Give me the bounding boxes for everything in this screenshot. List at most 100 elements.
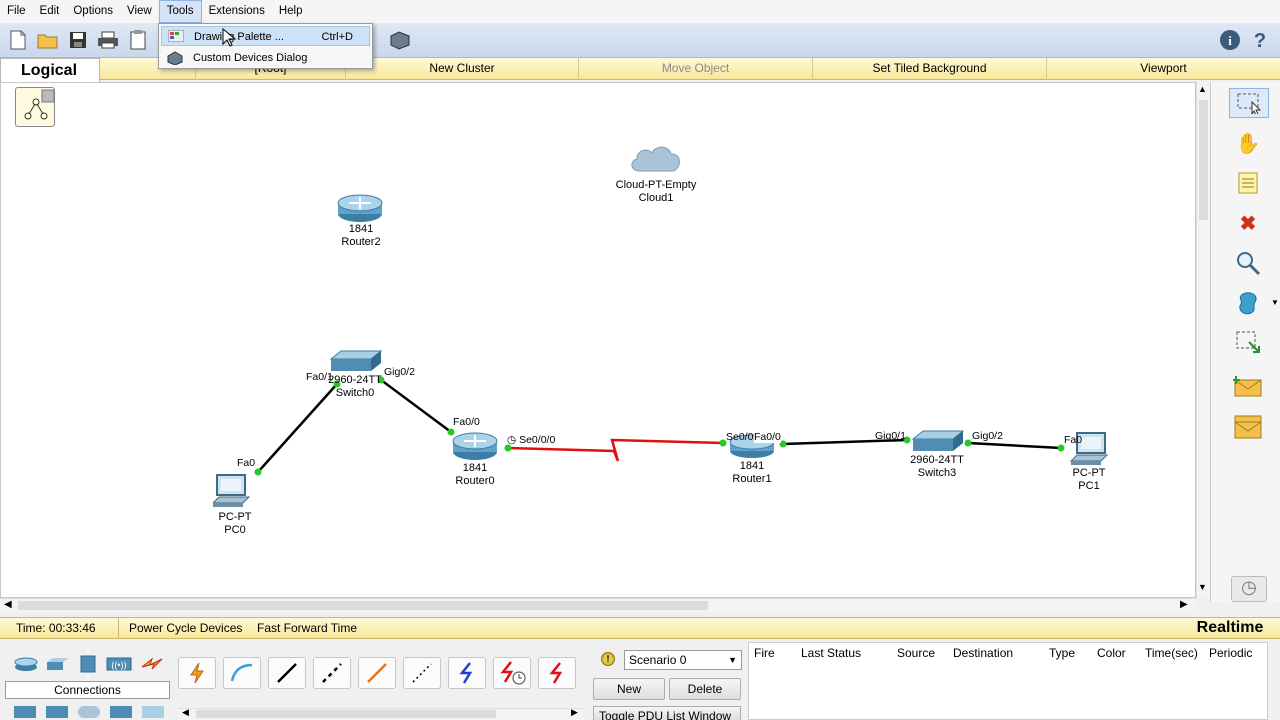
custom-devices-dialog-label: Custom Devices Dialog <box>193 52 308 64</box>
new-scenario-button[interactable]: New <box>593 678 665 700</box>
subcategory-icon[interactable] <box>14 706 36 718</box>
clock-icon[interactable]: ◷ <box>1231 576 1267 602</box>
resize-tool-icon[interactable] <box>1233 328 1263 358</box>
menu-help[interactable]: Help <box>278 5 303 17</box>
fast-forward-button[interactable]: Fast Forward Time <box>257 621 358 635</box>
copper-straight-through-button[interactable] <box>268 657 306 689</box>
coaxial-cable-button[interactable] <box>448 657 486 689</box>
realtime-mode-label[interactable]: Realtime <box>1196 619 1264 636</box>
link-pc0-switch0 <box>257 383 338 473</box>
add-simple-pdu-icon[interactable] <box>1233 372 1263 402</box>
copper-cross-over-button[interactable] <box>313 657 351 689</box>
pc1-icon[interactable] <box>1067 431 1111 469</box>
new-file-icon[interactable] <box>6 28 30 52</box>
menu-options[interactable]: Options <box>73 5 113 17</box>
right-tool-panel: ✋ ✖ ▼ ◷ <box>1210 82 1280 602</box>
move-object-button[interactable]: Move Object <box>578 58 812 80</box>
serial-dce-button[interactable] <box>493 657 531 689</box>
subcategory-icon[interactable] <box>46 706 68 718</box>
scenario-select[interactable]: Scenario 0 ▼ <box>624 650 742 670</box>
port-label-pc0-fa0: Fa0 <box>237 457 256 469</box>
scenario-select-value: Scenario 0 <box>629 653 687 667</box>
navigation-icon[interactable] <box>15 87 55 127</box>
menu-file[interactable]: File <box>7 5 26 17</box>
select-tool-icon[interactable] <box>1229 88 1269 118</box>
drawing-palette-menu-item[interactable]: Drawing Palette ... Ctrl+D <box>161 26 370 46</box>
routers-category-icon[interactable] <box>14 656 38 672</box>
automatic-connection-button[interactable] <box>178 657 216 689</box>
menu-bar: File Edit Options View Tools Extensions … <box>0 0 1280 23</box>
connections-scrollbar[interactable]: ◀ ▶ <box>178 707 583 720</box>
set-tiled-background-button[interactable]: Set Tiled Background <box>812 58 1046 80</box>
scenario-info-icon[interactable]: ! <box>601 652 615 666</box>
horizontal-scrollbar[interactable]: ◀ ▶ <box>0 598 1196 612</box>
help-icon[interactable]: ? <box>1248 28 1272 52</box>
logical-tab[interactable]: Logical <box>0 58 100 82</box>
note-tool-icon[interactable] <box>1233 168 1263 198</box>
fiber-cable-button[interactable] <box>358 657 396 689</box>
scroll-down-icon[interactable]: ▼ <box>1198 582 1207 592</box>
menu-extensions[interactable]: Extensions <box>208 5 265 17</box>
delete-scenario-button[interactable]: Delete <box>669 678 741 700</box>
port-label-sw3-gig01: Gig0/1 <box>875 430 906 442</box>
pdu-col-periodic: Periodic <box>1209 646 1253 660</box>
router2-icon[interactable] <box>337 193 385 223</box>
menu-edit[interactable]: Edit <box>39 5 60 17</box>
connections-category-icon[interactable] <box>140 655 164 673</box>
activity-wizard-icon[interactable] <box>126 28 150 52</box>
new-cluster-button[interactable]: New Cluster <box>345 58 578 80</box>
draw-shape-dropdown-icon[interactable]: ▼ <box>1271 298 1279 307</box>
draw-shape-tool-icon[interactable] <box>1233 288 1263 318</box>
info-icon[interactable]: i <box>1218 28 1242 52</box>
pc0-icon[interactable] <box>213 473 253 511</box>
svg-text:i: i <box>1228 33 1232 48</box>
link-router1-switch3 <box>782 438 908 446</box>
device-subcategory-bar <box>14 706 164 720</box>
switch3-icon[interactable] <box>911 429 965 455</box>
vertical-scrollbar[interactable]: ▲ ▼ <box>1196 82 1210 598</box>
pdu-col-destination: Destination <box>953 646 1014 660</box>
chevron-down-icon: ▼ <box>728 655 737 665</box>
custom-devices-dialog-menu-item[interactable]: Custom Devices Dialog <box>161 48 370 68</box>
save-icon[interactable] <box>66 28 90 52</box>
serial-dte-button[interactable] <box>538 657 576 689</box>
menu-view[interactable]: View <box>127 5 152 17</box>
cloud1-icon[interactable] <box>629 143 683 175</box>
scroll-right-icon[interactable]: ▶ <box>1180 599 1188 610</box>
power-cycle-button[interactable]: Power Cycle Devices <box>129 621 243 635</box>
wireless-category-icon[interactable]: ((•)) <box>106 655 132 673</box>
scroll-left-icon[interactable]: ◀ <box>4 599 12 610</box>
custom-device-icon[interactable] <box>388 28 412 52</box>
port-label-r0-fa00: Fa0/0 <box>453 416 480 428</box>
scroll-up-icon[interactable]: ▲ <box>1198 84 1207 94</box>
hubs-category-icon[interactable] <box>78 655 98 673</box>
menu-tools[interactable]: Tools <box>158 0 202 23</box>
print-icon[interactable] <box>96 28 120 52</box>
phone-cable-button[interactable] <box>403 657 441 689</box>
add-complex-pdu-icon[interactable] <box>1233 412 1263 442</box>
router0-icon[interactable] <box>452 431 500 461</box>
console-cable-button[interactable] <box>223 657 261 689</box>
scroll-right-icon[interactable]: ▶ <box>571 707 578 717</box>
open-folder-icon[interactable] <box>36 28 60 52</box>
scroll-left-icon[interactable]: ◀ <box>182 707 189 717</box>
custom-devices-icon <box>167 51 183 65</box>
hand-tool-icon[interactable]: ✋ <box>1235 132 1261 155</box>
toggle-pdu-list-button[interactable]: Toggle PDU List Window <box>593 706 741 720</box>
horizontal-scroll-thumb[interactable] <box>18 601 708 610</box>
delete-tool-icon[interactable]: ✖ <box>1239 212 1257 235</box>
subcategory-icon[interactable] <box>142 706 164 718</box>
port-label-sw0-gig02: Gig0/2 <box>384 366 415 378</box>
viewport-button[interactable]: Viewport <box>1046 58 1280 80</box>
switches-category-icon[interactable] <box>46 656 70 672</box>
vertical-scroll-thumb[interactable] <box>1199 100 1208 220</box>
switch0-icon[interactable] <box>329 349 383 375</box>
subcategory-icon[interactable] <box>110 706 132 718</box>
subcategory-icon[interactable] <box>78 706 100 718</box>
connections-scroll-thumb[interactable] <box>196 710 496 718</box>
inspect-tool-icon[interactable] <box>1233 248 1263 278</box>
